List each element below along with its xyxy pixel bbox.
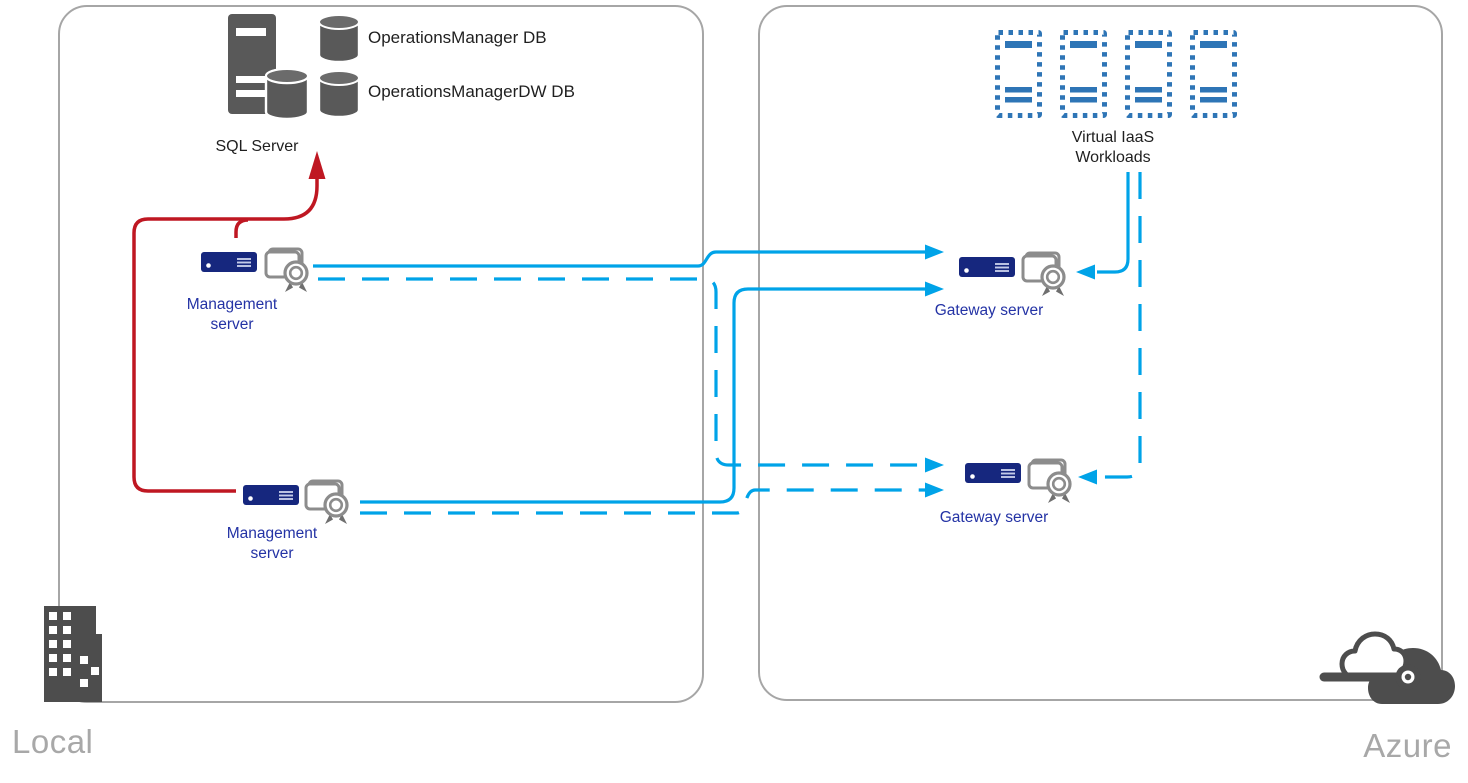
virtual-machine-icon <box>998 33 1040 116</box>
management-server-1-icon <box>200 247 309 294</box>
rack-server-icon <box>242 484 300 506</box>
building-icon <box>44 606 102 702</box>
gateway-server-2-label: Gateway server <box>939 509 1049 526</box>
azure-zone-box <box>758 5 1443 701</box>
sql-server-tower-icon <box>228 14 310 121</box>
rack-server-icon <box>200 251 258 273</box>
management-server-2-icon <box>242 479 349 526</box>
red-arrowhead-up <box>308 151 326 179</box>
edge-ms2-to-gw2 <box>360 482 944 515</box>
management-server-2-label: Management server <box>226 525 318 562</box>
virtual-machine-icon <box>1193 33 1235 116</box>
operations-manager-db-label: OperationsManager DB <box>368 28 547 47</box>
rack-server-icon <box>964 462 1022 484</box>
operations-manager-db-icon <box>317 14 361 64</box>
gateway-server-1-icon <box>958 251 1066 298</box>
management-server-1-label: Management server <box>186 296 278 333</box>
local-zone-box <box>58 5 704 703</box>
sql-server-label: SQL Server <box>215 138 299 155</box>
edge-ms1-to-gw1 <box>313 244 944 268</box>
gateway-server-2-icon <box>964 458 1072 505</box>
sql-front-database-cylinder-icon <box>264 67 310 121</box>
azure-zone-label: Azure <box>1363 727 1452 764</box>
edge-iaas-to-gw1 <box>1076 172 1130 280</box>
operations-manager-dw-db-icon <box>317 70 361 119</box>
certificate-icon <box>1021 251 1066 298</box>
edge-iaas-to-gw2 <box>1078 172 1142 485</box>
edge-ms2-to-gw1 <box>360 281 944 504</box>
cloud-icon <box>1319 631 1455 704</box>
rack-server-icon <box>958 256 1016 278</box>
edge-management-servers-to-sql <box>132 151 326 493</box>
operations-manager-dw-db-label: OperationsManagerDW DB <box>368 82 575 101</box>
gateway-server-1-label: Gateway server <box>934 302 1044 319</box>
local-zone-label: Local <box>12 723 94 760</box>
virtual-machine-icon <box>1128 33 1170 116</box>
certificate-icon <box>1027 458 1072 505</box>
virtual-machine-icon <box>1063 33 1105 116</box>
virtual-iaas-workloads-icons <box>998 33 1235 116</box>
virtual-iaas-workloads-label: Virtual IaaS Workloads <box>1071 129 1155 166</box>
certificate-icon <box>264 247 309 294</box>
edge-ms1-to-gw2 <box>318 277 944 473</box>
certificate-icon <box>304 479 349 526</box>
